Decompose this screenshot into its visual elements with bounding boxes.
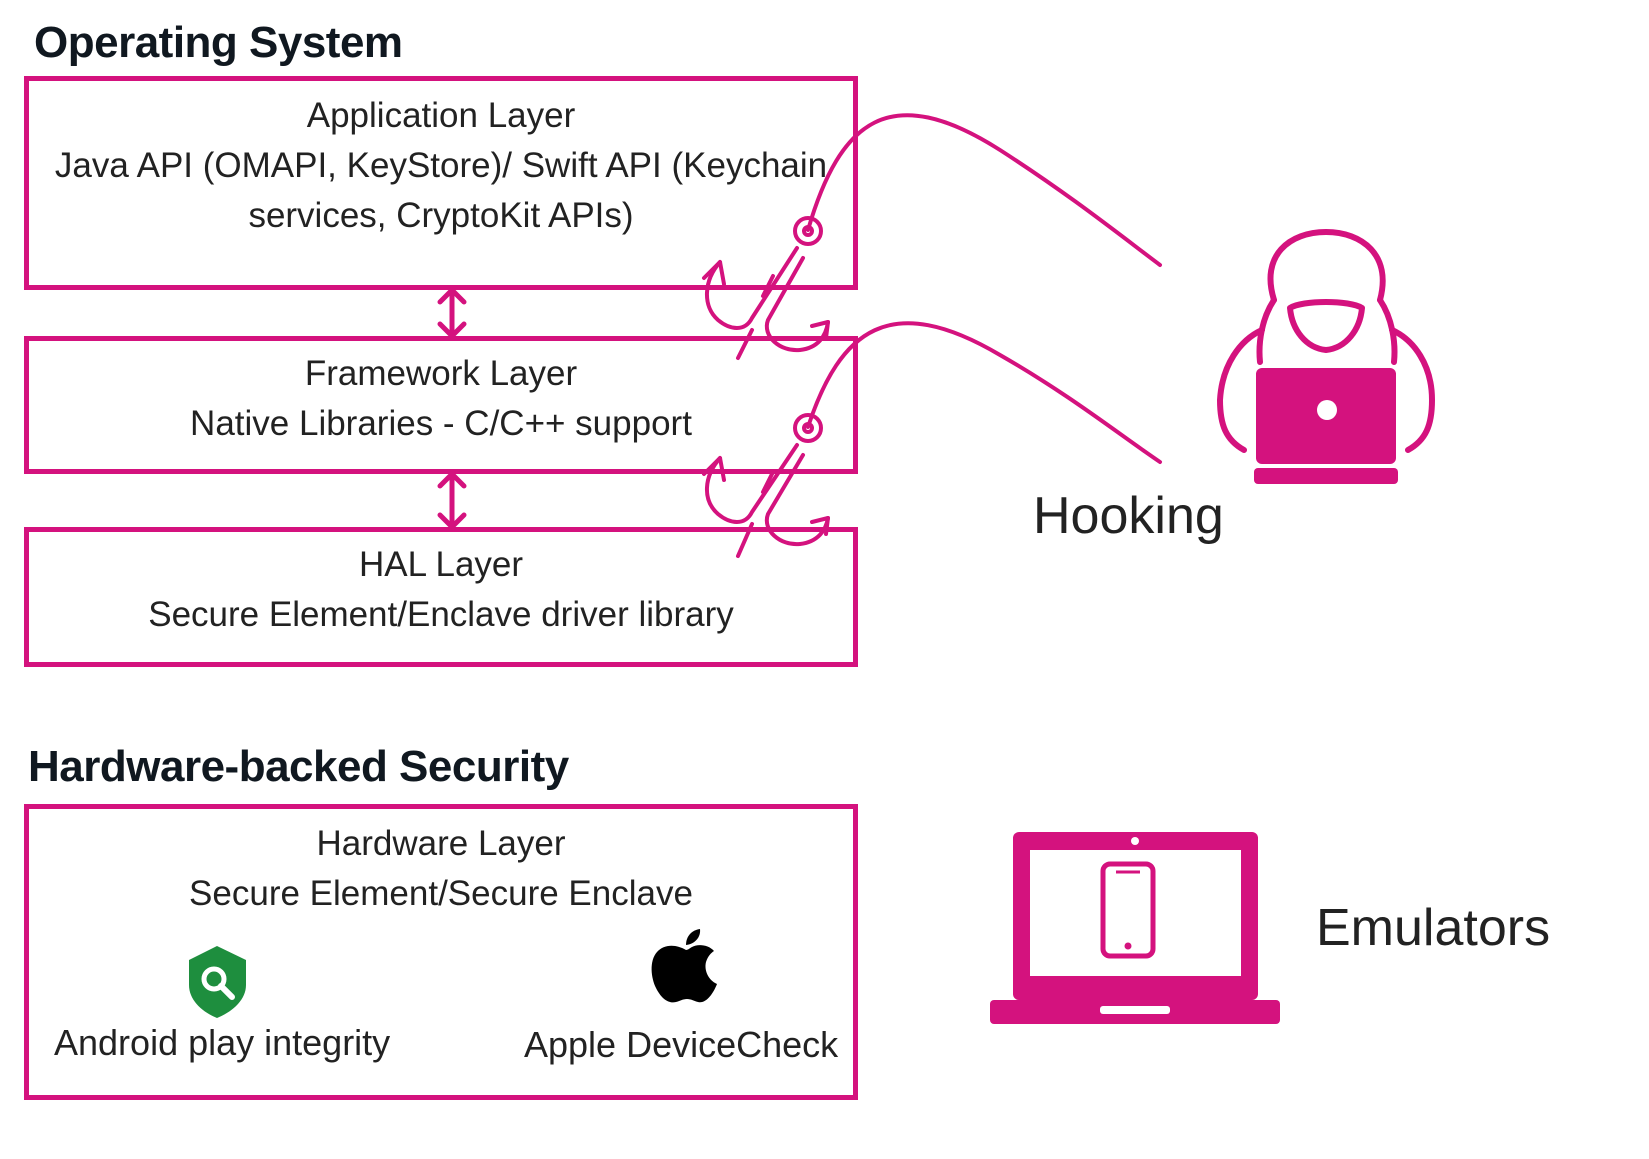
hardware-layer-box: Hardware Layer Secure Element/Secure Enc… [24, 804, 858, 1100]
hal-layer-box: HAL Layer Secure Element/Enclave driver … [24, 527, 858, 667]
double-arrow-icon [437, 287, 467, 339]
emulators-label: Emulators [1316, 899, 1551, 957]
fish-hook-icon [702, 413, 830, 558]
hooded-hacker-icon [1217, 229, 1435, 453]
application-layer-line2: services, CryptoKit APIs) [248, 196, 634, 235]
application-layer-line1: Java API (OMAPI, KeyStore)/ Swift API (K… [54, 146, 828, 185]
hardware-layer-line1: Secure Element/Secure Enclave [189, 874, 693, 913]
os-heading: Operating System [34, 18, 403, 67]
hal-layer-title: HAL Layer [358, 545, 524, 584]
android-play-integrity-label: Android play integrity [54, 1022, 391, 1063]
framework-layer-line1: Native Libraries - C/C++ support [190, 404, 692, 443]
framework-layer-title: Framework Layer [304, 354, 578, 393]
double-arrow-icon [437, 471, 467, 530]
application-layer-box: Application Layer Java API (OMAPI, KeySt… [24, 76, 858, 290]
shield-search-icon [189, 946, 246, 1018]
fishing-line-upper [806, 113, 1162, 267]
apple-logo-icon [651, 929, 717, 1003]
fishing-line-lower [806, 321, 1162, 464]
fish-hook-icon [702, 216, 830, 360]
hooking-label: Hooking [1033, 487, 1224, 545]
hal-layer-line1: Secure Element/Enclave driver library [148, 595, 734, 634]
apple-devicecheck-label: Apple DeviceCheck [524, 1024, 839, 1065]
framework-layer-box: Framework Layer Native Libraries - C/C++… [24, 336, 858, 474]
hacker-laptop-icon [1254, 368, 1398, 484]
hardware-layer-title: Hardware Layer [316, 824, 566, 863]
hw-heading: Hardware-backed Security [28, 742, 569, 791]
application-layer-title: Application Layer [306, 96, 576, 135]
laptop-phone-icon [990, 832, 1280, 1024]
